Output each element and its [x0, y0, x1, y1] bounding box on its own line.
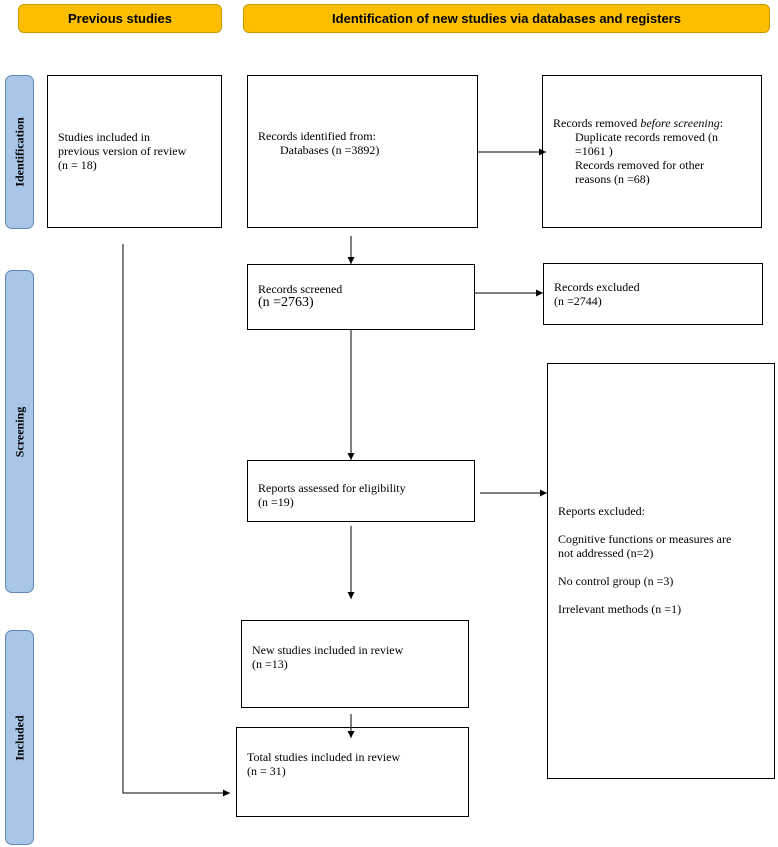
records-removed-line-4: Records removed for other [575, 158, 704, 172]
records-identified-line-1: Records identified from: [258, 129, 376, 143]
stage-identification: Identification [5, 75, 34, 229]
records-screened-line-1: Records screened [258, 282, 343, 296]
header-previous-studies: Previous studies [18, 4, 222, 33]
records-removed-line-1-pre: Records removed [553, 116, 641, 130]
box-records-excluded: Records excluded (n =2744) [543, 263, 763, 325]
records-removed-line-5: reasons (n =68) [575, 172, 650, 186]
previous-included-line-3: (n = 18) [58, 158, 97, 172]
records-excluded-line-2: (n =2744) [554, 294, 602, 308]
box-records-screened: Records screened (n =2763) [247, 264, 475, 330]
total-included-line-2: (n = 31) [247, 764, 286, 778]
box-previous-included: Studies included in previous version of … [47, 75, 222, 228]
box-total-included: Total studies included in review (n = 31… [236, 727, 469, 817]
reports-excluded-reason-1a: Cognitive functions or measures are [558, 532, 732, 546]
total-included-line-1: Total studies included in review [247, 750, 401, 764]
box-records-removed: Records removed before screening: Duplic… [542, 75, 762, 228]
new-included-line-2: (n =13) [252, 657, 288, 671]
records-identified-line-2: Databases (n =3892) [280, 143, 380, 157]
records-excluded-line-1: Records excluded [554, 280, 640, 294]
reports-assessed-line-1: Reports assessed for eligibility [258, 481, 406, 495]
box-new-included: New studies included in review (n =13) [241, 620, 469, 708]
reports-excluded-reason-3: Irrelevant methods (n =1) [558, 602, 682, 616]
box-reports-assessed: Reports assessed for eligibility (n =19) [247, 460, 475, 522]
reports-assessed-line-2: (n =19) [258, 495, 294, 509]
header-previous-studies-label: Previous studies [67, 11, 173, 26]
box-records-identified: Records identified from: Databases (n =3… [247, 75, 478, 228]
new-included-line-1: New studies included in review [252, 643, 404, 657]
records-removed-line-1: Records removed before screening: [553, 116, 761, 130]
previous-included-line-2: previous version of review [58, 144, 187, 158]
previous-included-line-1: Studies included in [58, 130, 150, 144]
arrow-previous-to-total [122, 244, 230, 797]
records-removed-line-1-em: before screening [640, 116, 720, 130]
reports-excluded-title: Reports excluded: [558, 504, 645, 518]
reports-excluded-reason-2: No control group (n =3) [558, 574, 674, 588]
box-reports-excluded: Reports excluded: Cognitive functions or… [547, 363, 775, 779]
records-screened-line-2: (n =2763) [258, 295, 314, 310]
stage-screening: Screening [5, 270, 34, 593]
records-removed-line-3: =1061 ) [575, 144, 613, 158]
records-removed-line-1-post: : [719, 116, 724, 130]
header-new-studies-label: Identification of new studies via databa… [332, 11, 681, 26]
records-removed-line-2: Duplicate records removed (n [575, 130, 718, 144]
header-new-studies: Identification of new studies via databa… [243, 4, 770, 33]
stage-included: Included [5, 630, 34, 845]
reports-excluded-reason-1b: not addressed (n=2) [558, 546, 654, 560]
